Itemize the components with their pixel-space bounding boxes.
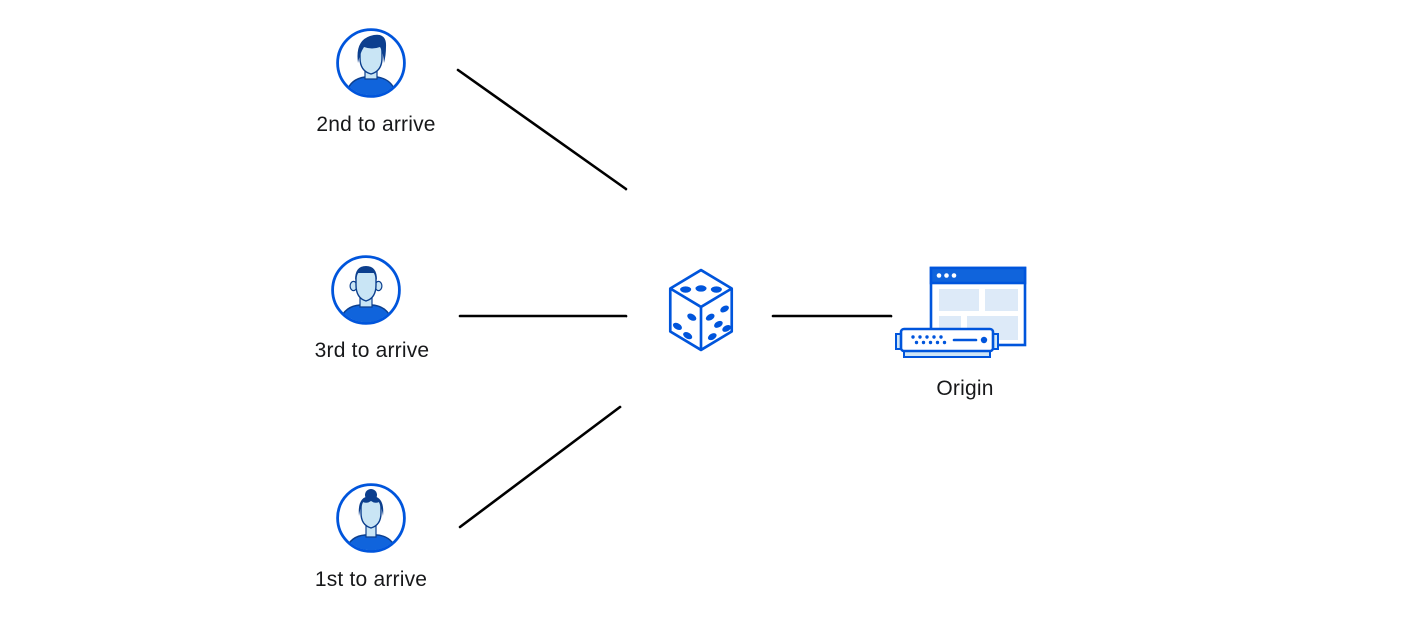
man-short-hair-avatar-icon bbox=[331, 255, 401, 325]
dice-icon bbox=[668, 268, 734, 352]
random-selector bbox=[668, 268, 734, 352]
visitor-1st-to-arrive bbox=[335, 482, 407, 554]
man-swept-hair-avatar-icon bbox=[336, 28, 406, 98]
window-control-dots bbox=[936, 273, 957, 278]
server-status-light bbox=[980, 336, 988, 344]
origin-node bbox=[895, 262, 1027, 364]
visitor-3rd-label: 3rd to arrive bbox=[314, 339, 430, 362]
visitor-3rd-to-arrive bbox=[330, 254, 402, 326]
woman-bun-hair-avatar-icon bbox=[336, 483, 406, 553]
arrow-2nd-to-dice bbox=[456, 68, 628, 191]
visitor-1st-label: 1st to arrive bbox=[314, 568, 428, 591]
visitor-2nd-to-arrive bbox=[335, 27, 407, 99]
server-vent-dots bbox=[911, 335, 947, 345]
origin-label: Origin bbox=[936, 377, 994, 400]
server-unit bbox=[895, 327, 999, 358]
visitor-2nd-label: 2nd to arrive bbox=[316, 113, 436, 136]
origin-server-browser-icon bbox=[895, 266, 1027, 358]
arrow-1st-to-dice bbox=[458, 405, 622, 529]
